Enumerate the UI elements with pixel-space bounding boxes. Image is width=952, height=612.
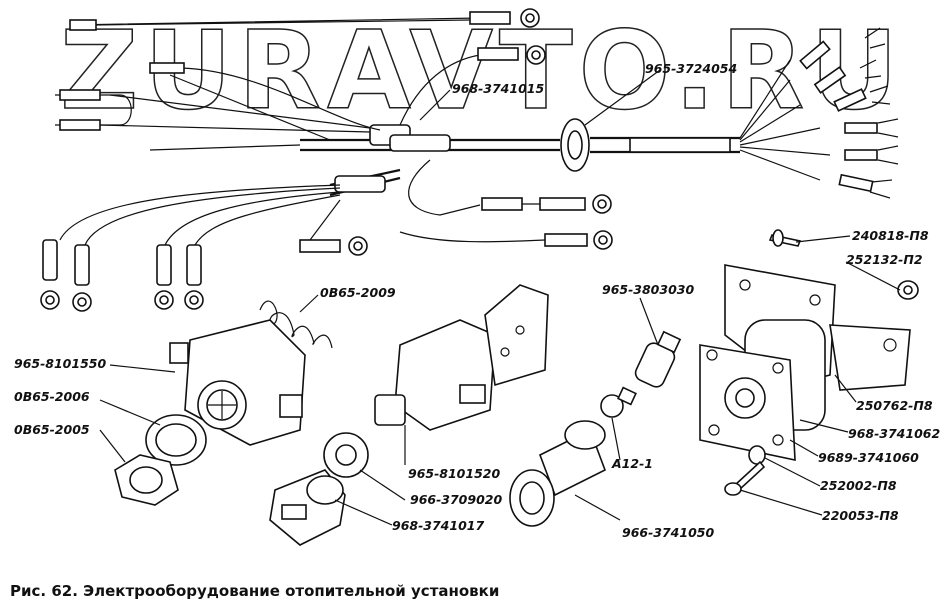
top-left-wires — [55, 8, 546, 151]
label-nut: 0В65-2005 — [14, 422, 90, 437]
lamp-bulb — [600, 394, 624, 418]
label-housing: 965-8101550 — [14, 356, 106, 371]
switch-body — [394, 319, 496, 431]
part-labels: 968-3741015 965-3724054 0В65-2009 965-81… — [14, 61, 940, 540]
switch-group — [269, 284, 549, 546]
watermark-text: ZURAVTO.RU — [60, 9, 904, 134]
label-nut-bracket: 250762-П8 — [856, 398, 933, 413]
label-grommet: 965-3724054 — [645, 61, 737, 76]
label-cap: 966-3741050 — [622, 525, 714, 540]
housing-body — [184, 319, 306, 446]
harness-sleeve-2 — [389, 134, 451, 152]
label-lamp: А12-1 — [611, 456, 653, 471]
figure-caption: Рис. 62. Электрооборудование отопительно… — [10, 582, 499, 600]
leader-lines — [99, 69, 901, 526]
wiring-harness — [40, 8, 899, 312]
label-washer-bottom: 252002-П8 — [820, 478, 897, 493]
label-bushing: 966-3709020 — [410, 492, 502, 507]
lower-wires — [40, 159, 613, 312]
spring-icon — [259, 300, 333, 349]
label-screw-bottom: 220053-П8 — [822, 508, 899, 523]
caption-text: Электрооборудование отопительной установ… — [83, 582, 500, 600]
label-screw-top: 240818-П8 — [852, 228, 929, 243]
label-lamp-socket: 965-3803030 — [602, 282, 694, 297]
motor-group — [699, 229, 919, 496]
label-washer-top: 252132-П2 — [846, 252, 923, 267]
heater-housing-group — [114, 300, 333, 506]
caption-prefix: Рис. 62. — [10, 582, 78, 600]
label-washer: 0В65-2006 — [14, 389, 90, 404]
lamp-group — [509, 330, 682, 527]
label-knob: 968-3741017 — [392, 518, 484, 533]
label-spring: 0В65-2009 — [320, 285, 396, 300]
right-terminals — [739, 27, 899, 199]
label-switch: 965-8101520 — [408, 466, 500, 481]
label-motor: 9689-3741060 — [818, 450, 919, 465]
label-motor-bracket: 968-3741062 — [848, 426, 940, 441]
washer-bottom — [748, 445, 766, 465]
label-harness-main: 968-3741015 — [452, 81, 544, 96]
